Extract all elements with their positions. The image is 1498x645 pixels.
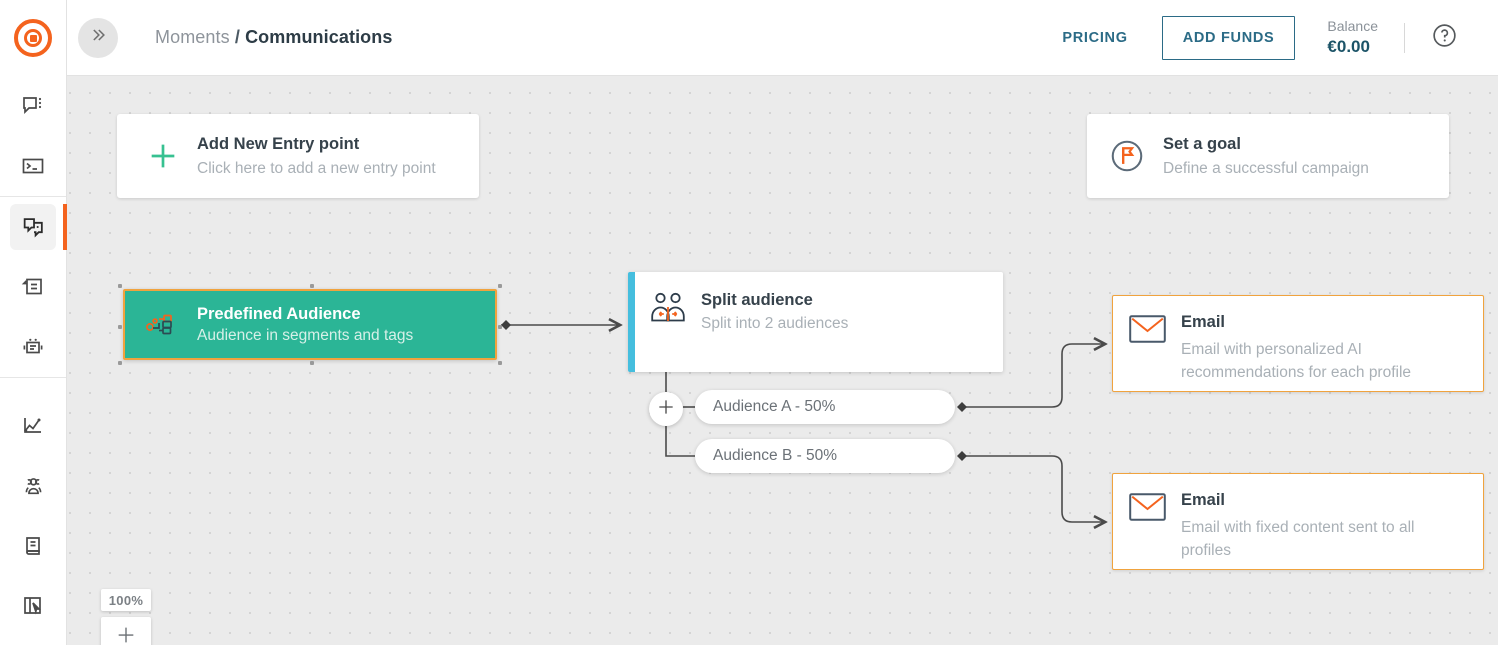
- layered-message-icon: [21, 215, 46, 240]
- balance-value: €0.00: [1327, 36, 1370, 56]
- sidebar-item-pages[interactable]: [10, 583, 56, 629]
- sidebar-item-templates[interactable]: [10, 264, 56, 310]
- plus-icon: [115, 624, 137, 645]
- sidebar-group-1: [0, 76, 66, 196]
- line-chart-icon: [21, 414, 45, 438]
- zoom-control: 100%: [101, 589, 151, 645]
- set-goal-subtitle: Define a successful campaign: [1163, 159, 1369, 177]
- plus-icon: [141, 139, 185, 173]
- split-audience-icon: [635, 291, 701, 327]
- header-divider: [1404, 22, 1405, 53]
- sidebar-divider: [0, 196, 66, 197]
- envelope-icon: [1113, 313, 1181, 343]
- split-audience-accent-bar: [628, 272, 635, 372]
- robot-icon: [21, 335, 45, 359]
- email-node-personalized[interactable]: Email Email with personalized AI recomme…: [1112, 295, 1484, 392]
- help-button[interactable]: [1431, 22, 1458, 54]
- breadcrumb: Moments / Communications: [155, 27, 392, 48]
- envelope-icon: [1113, 491, 1181, 521]
- double-chevron-right-icon: [88, 25, 108, 50]
- add-entry-point-subtitle: Click here to add a new entry point: [197, 159, 436, 177]
- folder-arrow-icon: [21, 275, 45, 299]
- set-goal-title: Set a goal: [1163, 135, 1241, 153]
- predefined-audience-title: Predefined Audience: [197, 304, 361, 323]
- email-node-subtitle: Email with personalized AI recommendatio…: [1181, 341, 1412, 382]
- zoom-in-button[interactable]: [101, 617, 151, 645]
- predefined-audience-subtitle: Audience in segments and tags: [197, 326, 414, 344]
- left-sidebar: [0, 0, 67, 645]
- people-group-icon: [21, 474, 46, 499]
- sidebar-item-docs[interactable]: [10, 523, 56, 569]
- plus-icon: [656, 397, 676, 422]
- flow-canvas[interactable]: Add New Entry point Click here to add a …: [67, 76, 1498, 645]
- sidebar-divider-2: [0, 377, 66, 378]
- sidebar-item-conversations[interactable]: [10, 83, 56, 129]
- email-node-title: Email: [1181, 491, 1226, 509]
- branch-pill-audience-b[interactable]: Audience B - 50%: [695, 439, 955, 473]
- split-audience-node[interactable]: Split audience Split into 2 audiences: [628, 272, 1003, 372]
- header-actions: PRICING ADD FUNDS Balance €0.00: [1060, 15, 1498, 60]
- email-node-title: Email: [1181, 313, 1226, 331]
- flag-circle-icon: [1105, 137, 1149, 175]
- email-node-fixed-content[interactable]: Email Email with fixed content sent to a…: [1112, 473, 1484, 570]
- sidebar-item-audiences[interactable]: [10, 463, 56, 509]
- email-node-subtitle: Email with fixed content sent to all pro…: [1181, 519, 1415, 560]
- split-audience-title: Split audience: [701, 291, 813, 309]
- terminal-icon: [21, 154, 45, 178]
- predefined-audience-node[interactable]: Predefined Audience Audience in segments…: [118, 284, 502, 365]
- sidebar-item-console[interactable]: [10, 143, 56, 189]
- sidebar-item-moments[interactable]: [10, 204, 67, 250]
- chat-bubble-menu-icon: [21, 94, 45, 118]
- branch-pill-label: Audience B - 50%: [713, 447, 838, 464]
- sidebar-item-analytics[interactable]: [10, 403, 56, 449]
- split-audience-subtitle: Split into 2 audiences: [701, 315, 849, 332]
- app-logo[interactable]: [0, 0, 66, 76]
- balance-block: Balance €0.00: [1327, 18, 1378, 57]
- book-icon: [21, 534, 45, 558]
- sidebar-group-3: [0, 396, 66, 636]
- add-branch-button[interactable]: [649, 392, 683, 426]
- breadcrumb-parent[interactable]: Moments: [155, 27, 230, 47]
- sidebar-item-bots[interactable]: [10, 324, 56, 370]
- pricing-link[interactable]: PRICING: [1062, 29, 1128, 46]
- sidebar-group-2: [0, 197, 67, 377]
- page-cursor-icon: [21, 594, 45, 618]
- add-entry-point-title: Add New Entry point: [197, 135, 360, 153]
- zoom-level-badge: 100%: [101, 589, 151, 611]
- breadcrumb-current: Communications: [245, 27, 393, 47]
- breadcrumb-separator: /: [234, 27, 240, 47]
- set-goal-card[interactable]: Set a goal Define a successful campaign: [1087, 114, 1449, 198]
- sidebar-collapse-button[interactable]: [78, 17, 118, 58]
- add-entry-point-card[interactable]: Add New Entry point Click here to add a …: [117, 114, 479, 198]
- branch-pill-label: Audience A - 50%: [713, 398, 836, 415]
- question-circle-icon: [1431, 22, 1458, 54]
- balance-label: Balance: [1327, 17, 1378, 34]
- add-funds-button[interactable]: ADD FUNDS: [1161, 15, 1296, 60]
- top-header: Moments / Communications PRICING ADD FUN…: [67, 0, 1498, 76]
- target-logo-icon: [14, 19, 52, 57]
- segments-tags-icon: [125, 310, 197, 340]
- branch-pill-audience-a[interactable]: Audience A - 50%: [695, 390, 955, 424]
